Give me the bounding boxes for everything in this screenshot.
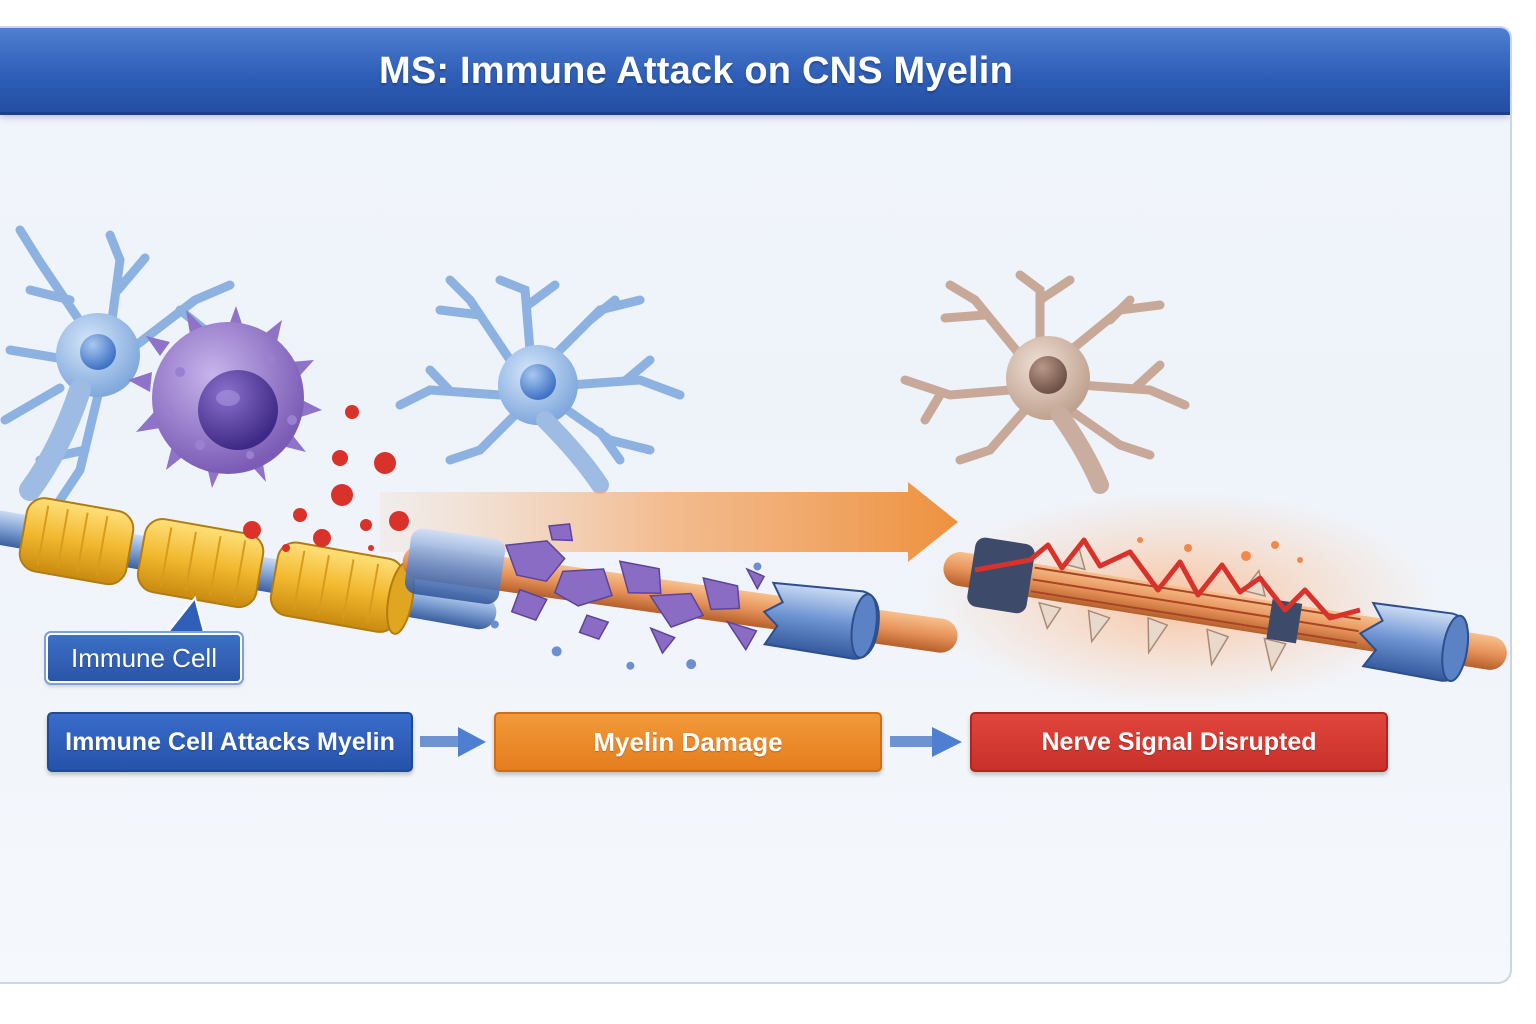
healthy-neuron-middle bbox=[395, 275, 685, 494]
damaged-neuron-right bbox=[900, 270, 1190, 494]
title-bar: MS: Immune Attack on CNS Myelin bbox=[0, 28, 1510, 115]
page-title: MS: Immune Attack on CNS Myelin bbox=[379, 50, 1013, 92]
immune-cell bbox=[128, 306, 322, 488]
disrupted-axon bbox=[943, 537, 1507, 683]
step-arrow-1 bbox=[420, 727, 486, 757]
step-box-signal-disrupted: Nerve Signal Disrupted bbox=[970, 712, 1388, 772]
intact-sheath-end bbox=[1358, 601, 1470, 683]
myelin-debris bbox=[504, 523, 766, 655]
immune-cell-callout: Immune Cell bbox=[44, 631, 244, 685]
demyelinating-axon bbox=[402, 523, 958, 670]
step-box-myelin-damage: Myelin Damage bbox=[494, 712, 882, 772]
step-arrow-2 bbox=[890, 727, 962, 757]
step-box-immune-attack: Immune Cell Attacks Myelin bbox=[47, 712, 413, 772]
disruption-sparks bbox=[1137, 537, 1303, 563]
intact-sheath-end bbox=[762, 581, 880, 660]
signal-disruption-zigzag bbox=[974, 537, 1361, 621]
cytokine-particles bbox=[243, 405, 409, 552]
myelin-sheath-segment bbox=[18, 497, 135, 586]
callout-pointer bbox=[162, 595, 207, 637]
process-arrow bbox=[380, 482, 958, 562]
healthy-neuron-left bbox=[0, 225, 235, 505]
myelin-sheath-segment bbox=[269, 541, 415, 635]
